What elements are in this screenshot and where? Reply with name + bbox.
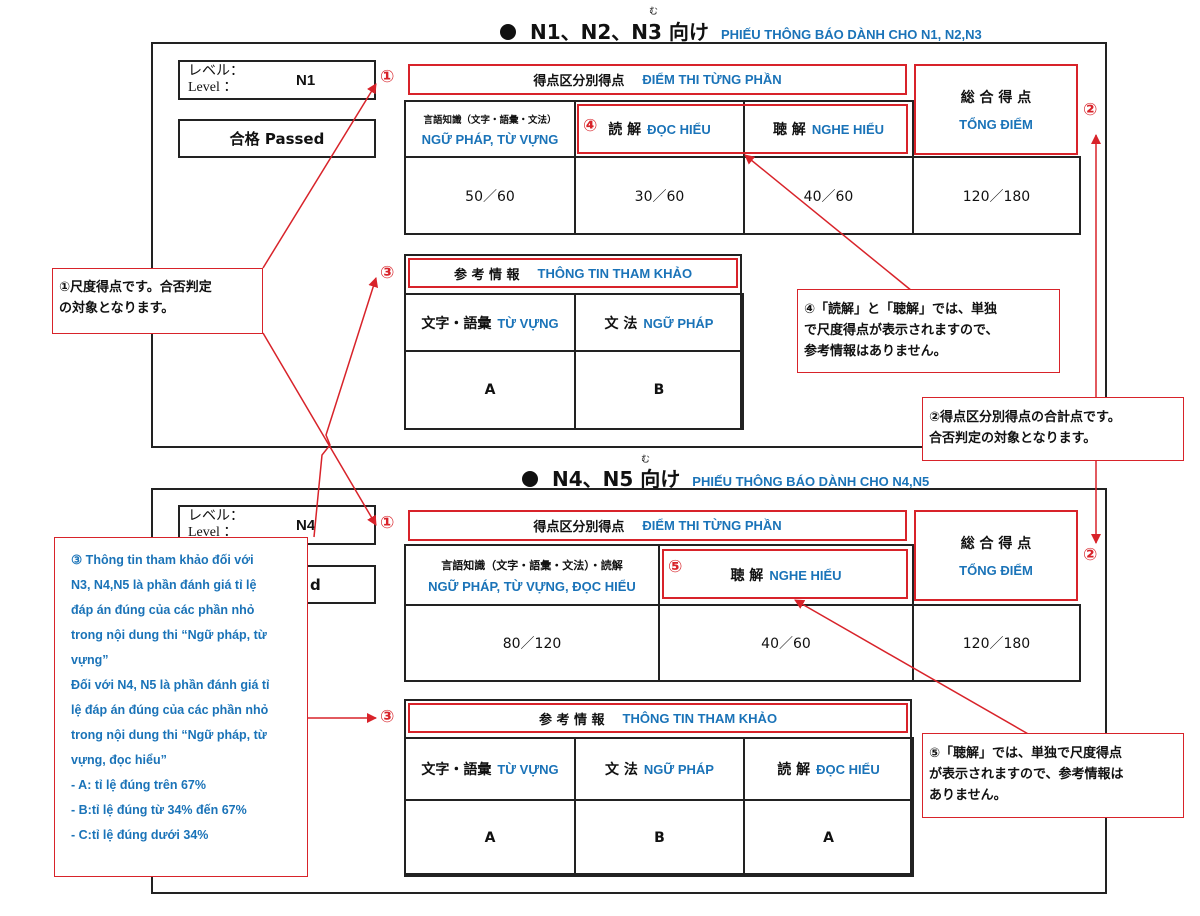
col-total-spacer	[912, 101, 1080, 158]
grade-cell: A	[404, 350, 576, 430]
note-4: ④「読解」と「聴解」では、単独で尺度得点が表示されますので、参考情報はありません…	[797, 289, 1060, 373]
marker-3: ③	[380, 263, 395, 283]
score-cell: 120／180	[912, 156, 1081, 235]
grade-cell: A	[743, 799, 914, 877]
grade-cell: B	[574, 350, 744, 430]
score-cell: 30／60	[574, 156, 745, 235]
level-value: N1	[296, 72, 316, 89]
marker-4: ④	[583, 116, 598, 136]
score-cell: 120／180	[912, 604, 1081, 682]
marker-1: ①	[380, 513, 395, 533]
level-value: N4	[296, 517, 316, 534]
bullet-dot-icon	[522, 471, 538, 487]
arrow-note3-to-n1	[313, 277, 379, 538]
reading-listening-highlight	[577, 104, 908, 154]
note-1: ①尺度得点です。合否判定の対象となります。	[52, 268, 263, 334]
score-report-panel-n1	[151, 42, 1107, 448]
note-3-reference-explanation: ③ Thông tin tham khảo đối với N3, N4,N5 …	[54, 537, 308, 877]
note-5: ⑤「聴解」では、単独で尺度得点が表示されますので、参考情報はありません。	[922, 733, 1184, 818]
grade-cell: B	[574, 799, 745, 877]
arrow-note5	[794, 599, 1031, 736]
listening-highlight	[662, 549, 908, 599]
section-n4-subtitle: PHIẾU THÔNG BÁO DÀNH CHO N4,N5	[692, 474, 930, 489]
title-furigana: む	[649, 7, 659, 17]
note-2: ②得点区分別得点の合計点です。合否判定の対象となります。	[922, 397, 1184, 461]
grade-cell: A	[404, 799, 576, 877]
arrow-note1-to-n1	[262, 83, 377, 269]
col-language-knowledge: 言語知識（文字・語彙・文法）NGỮ PHÁP, TỪ VỰNG	[404, 100, 576, 158]
marker-5: ⑤	[668, 557, 683, 577]
marker-1: ①	[380, 67, 395, 87]
title-furigana: む	[641, 455, 651, 465]
score-cell: 50／60	[404, 156, 576, 235]
score-cell: 80／120	[404, 604, 660, 682]
pass-status-box: 合格 Passed	[178, 119, 376, 158]
marker-3: ③	[380, 707, 395, 727]
arrow-note4	[744, 154, 913, 292]
section-n1-subtitle: PHIẾU THÔNG BÁO DÀNH CHO N1, N2,N3	[720, 27, 982, 42]
level-box: レベル： Level ： N1	[178, 60, 376, 100]
arrow-note1-to-n4	[262, 332, 377, 526]
marker-2: ②	[1083, 100, 1098, 120]
score-cell: 40／60	[743, 156, 914, 235]
bullet-dot-icon	[500, 24, 516, 40]
marker-2: ②	[1083, 545, 1098, 565]
